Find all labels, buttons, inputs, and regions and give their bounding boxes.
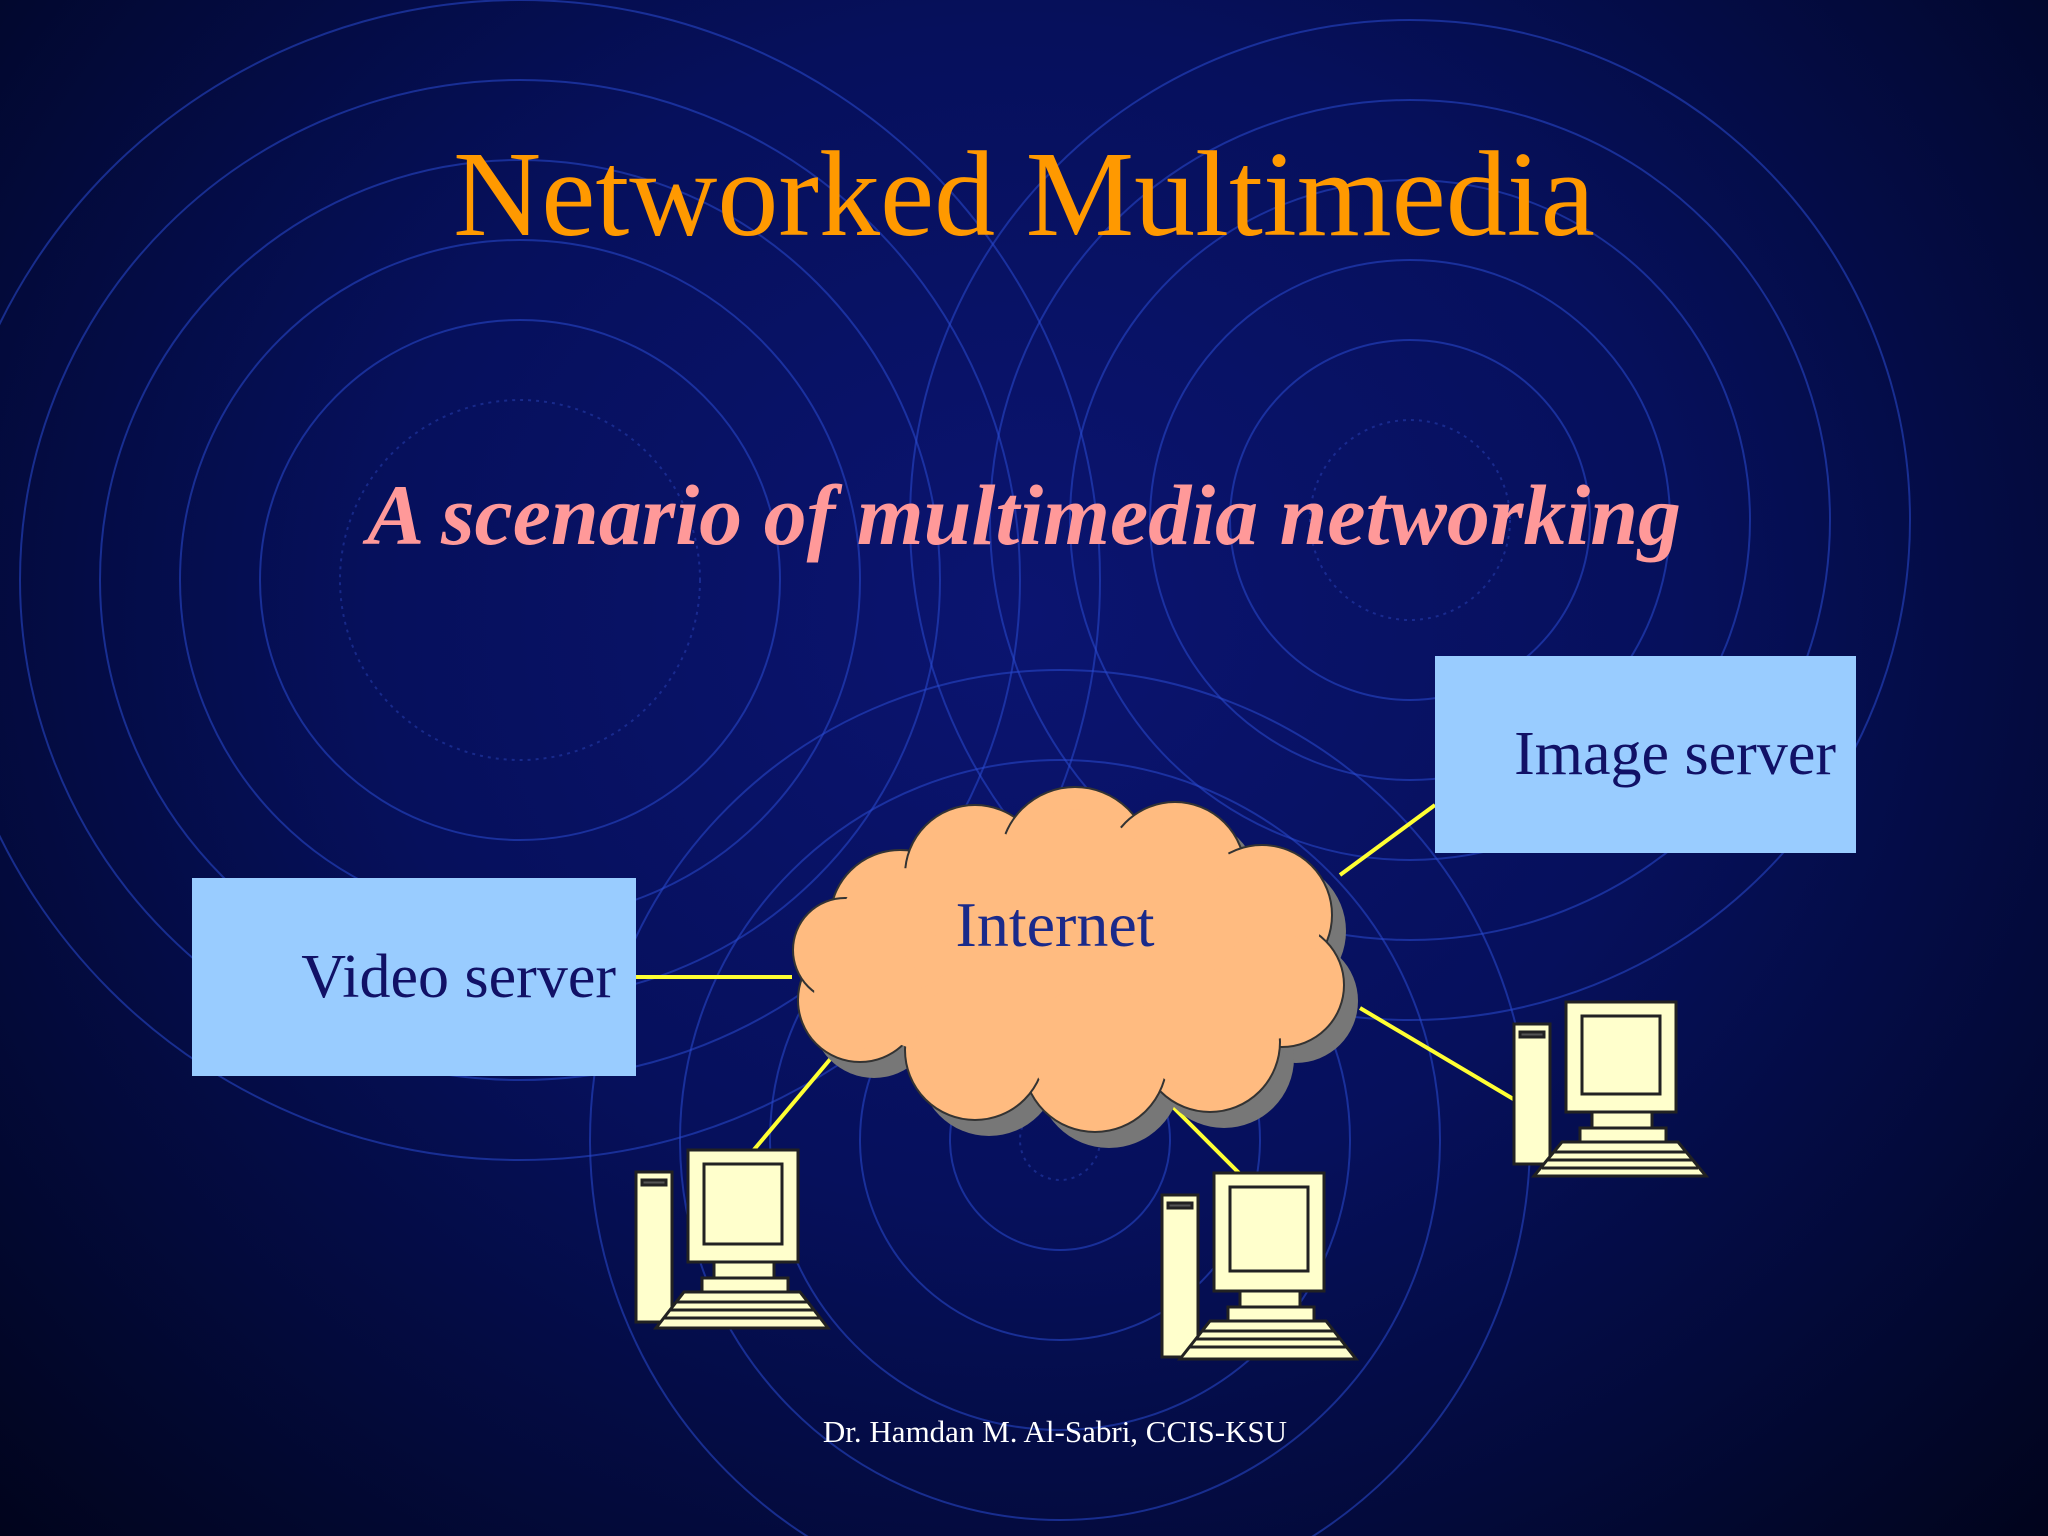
- slide-subtitle: A scenario of multimedia networking: [366, 467, 1682, 563]
- internet-label: Internet: [955, 889, 1155, 960]
- link-client-left: [750, 1055, 834, 1154]
- desktop-computer-icon: [1512, 1000, 1710, 1178]
- link-client-right: [1358, 1006, 1517, 1102]
- slide-title: Networked Multimedia: [453, 127, 1595, 262]
- image-server-label: Image server: [1514, 720, 1836, 788]
- link-image-server: [1338, 803, 1437, 877]
- video-server-box: Video server: [192, 878, 636, 1076]
- video-server-label: Video server: [301, 942, 616, 1011]
- desktop-computer-icon: [1160, 1171, 1360, 1361]
- image-server-box: Image server: [1435, 656, 1856, 853]
- internet-cloud-body: [810, 809, 1326, 1112]
- network-links: [636, 803, 1517, 1184]
- desktop-computer-icon: [634, 1148, 832, 1330]
- slide-footer: Dr. Hamdan M. Al-Sabri, CCIS-KSU: [822, 1414, 1288, 1449]
- link-client-middle: [1166, 1100, 1250, 1184]
